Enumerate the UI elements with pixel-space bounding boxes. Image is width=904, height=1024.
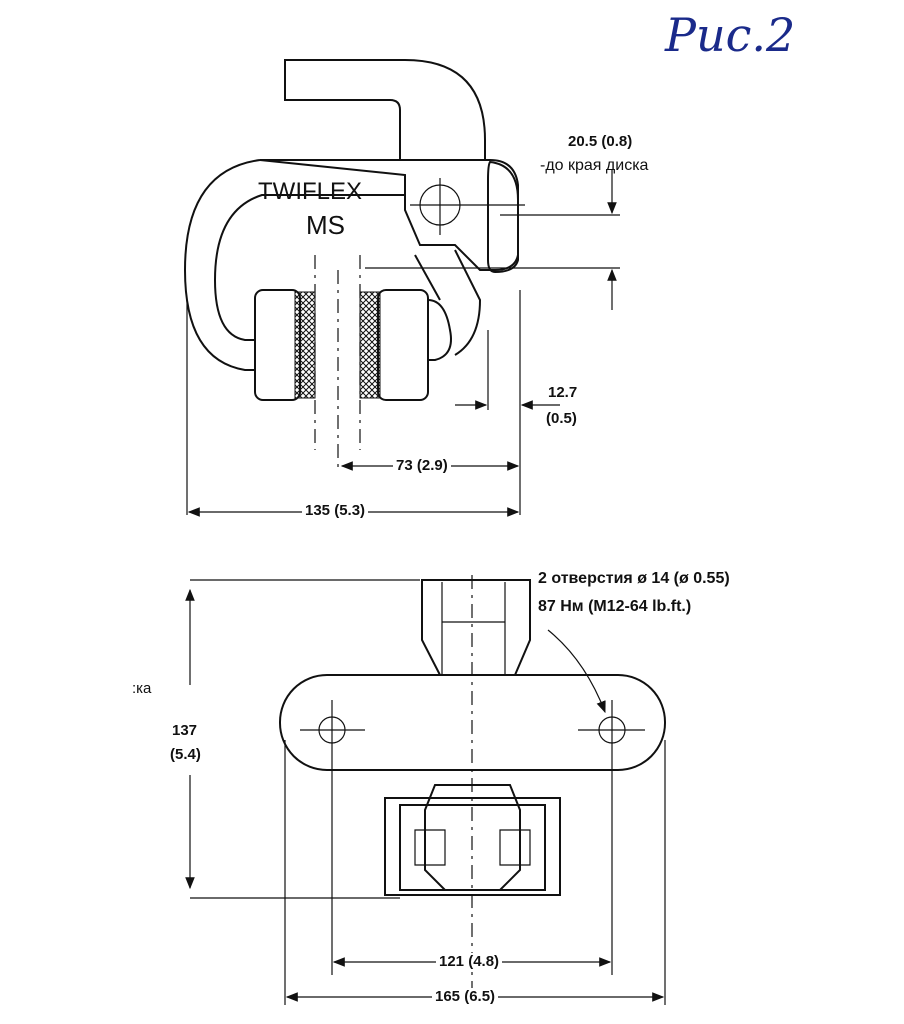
dim-pad-offset-mm: 12.7 [548,384,578,401]
dim-disc-edge-note: -до края диска [540,157,649,174]
model-label: MS [306,210,345,240]
holes-note: 2 отверстия ø 14 (ø 0.55) [538,570,730,587]
dim-height-mm: 137 [172,722,198,739]
side-fragment-text: :ка [132,680,152,697]
torque-note: 87 Нм (M12-64 lb.ft.) [538,598,692,615]
dim-overall-width: 135 (5.3) [302,502,369,519]
top-view-caliper [183,59,620,517]
dim-center: 73 (2.9) [393,457,451,474]
brand-label: TWIFLEX [258,178,363,205]
bottom-view-caliper [185,575,666,1010]
dim-hole-spacing: 121 (4.8) [436,953,503,970]
dim-height-in: (5.4) [170,746,201,763]
dim-disc-edge: 20.5 (0.8) [568,133,633,150]
figure-label: Рис.2 [665,8,796,62]
dim-pad-offset-in: (0.5) [546,410,577,427]
dim-overall-length: 165 (6.5) [432,988,499,1005]
